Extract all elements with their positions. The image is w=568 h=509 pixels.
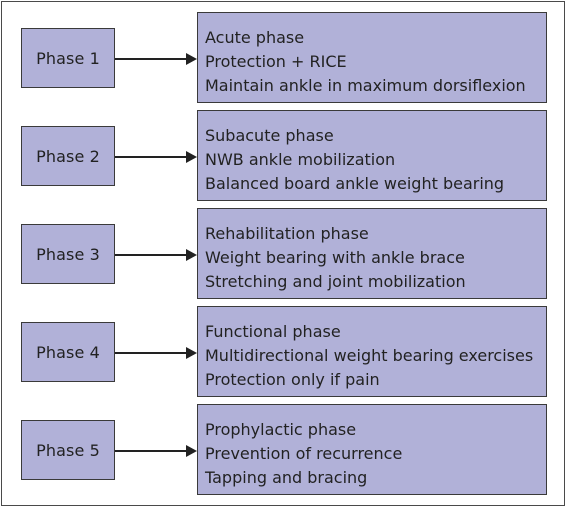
phase-2-arrow: [115, 151, 197, 163]
phase-1-detail-1: Protection + RICE: [205, 52, 347, 71]
phase-4-label: Phase 4: [36, 342, 100, 362]
arrowhead-icon: [186, 249, 197, 261]
phase-1-title: Acute phase: [205, 28, 305, 47]
arrow-line: [115, 450, 187, 452]
phase-1-box: Phase 1: [21, 28, 115, 88]
phase-1-detail-2: Maintain ankle in maximum dorsiflexion: [205, 76, 526, 95]
phase-1-description-box: Acute phase Protection + RICE Maintain a…: [197, 12, 547, 103]
arrowhead-icon: [186, 445, 197, 457]
phase-4-description-box: Functional phase Multidirectional weight…: [197, 306, 547, 397]
phase-3-label: Phase 3: [36, 244, 100, 264]
arrow-line: [115, 156, 187, 158]
arrow-line: [115, 58, 187, 60]
phase-3-detail-2: Stretching and joint mobilization: [205, 272, 466, 291]
phase-5-label: Phase 5: [36, 440, 100, 460]
phase-5-title: Prophylactic phase: [205, 420, 357, 439]
phase-2-description-box: Subacute phase NWB ankle mobilization Ba…: [197, 110, 547, 201]
arrow-line: [115, 254, 187, 256]
phase-4-title: Functional phase: [205, 322, 341, 341]
phase-2-title: Subacute phase: [205, 126, 334, 145]
phase-5-detail-1: Prevention of recurrence: [205, 444, 403, 463]
phase-2-label: Phase 2: [36, 146, 100, 166]
arrow-line: [115, 352, 187, 354]
phase-3-description-box: Rehabilitation phase Weight bearing with…: [197, 208, 547, 299]
phase-5-arrow: [115, 445, 197, 457]
phase-5-box: Phase 5: [21, 420, 115, 480]
phase-1-arrow: [115, 53, 197, 65]
phase-4-detail-1: Multidirectional weight bearing exercise…: [205, 346, 534, 365]
phase-3-title: Rehabilitation phase: [205, 224, 369, 243]
phase-3-box: Phase 3: [21, 224, 115, 284]
phase-2-detail-1: NWB ankle mobilization: [205, 150, 396, 169]
phase-4-detail-2: Protection only if pain: [205, 370, 380, 389]
phase-5-detail-2: Tapping and bracing: [205, 468, 368, 487]
arrowhead-icon: [186, 151, 197, 163]
phase-3-arrow: [115, 249, 197, 261]
phase-4-arrow: [115, 347, 197, 359]
phase-2-detail-2: Balanced board ankle weight bearing: [205, 174, 505, 193]
arrowhead-icon: [186, 53, 197, 65]
arrowhead-icon: [186, 347, 197, 359]
phase-3-detail-1: Weight bearing with ankle brace: [205, 248, 465, 267]
phase-5-description-box: Prophylactic phase Prevention of recurre…: [197, 404, 547, 495]
phase-2-box: Phase 2: [21, 126, 115, 186]
phase-4-box: Phase 4: [21, 322, 115, 382]
phase-1-label: Phase 1: [36, 48, 100, 68]
